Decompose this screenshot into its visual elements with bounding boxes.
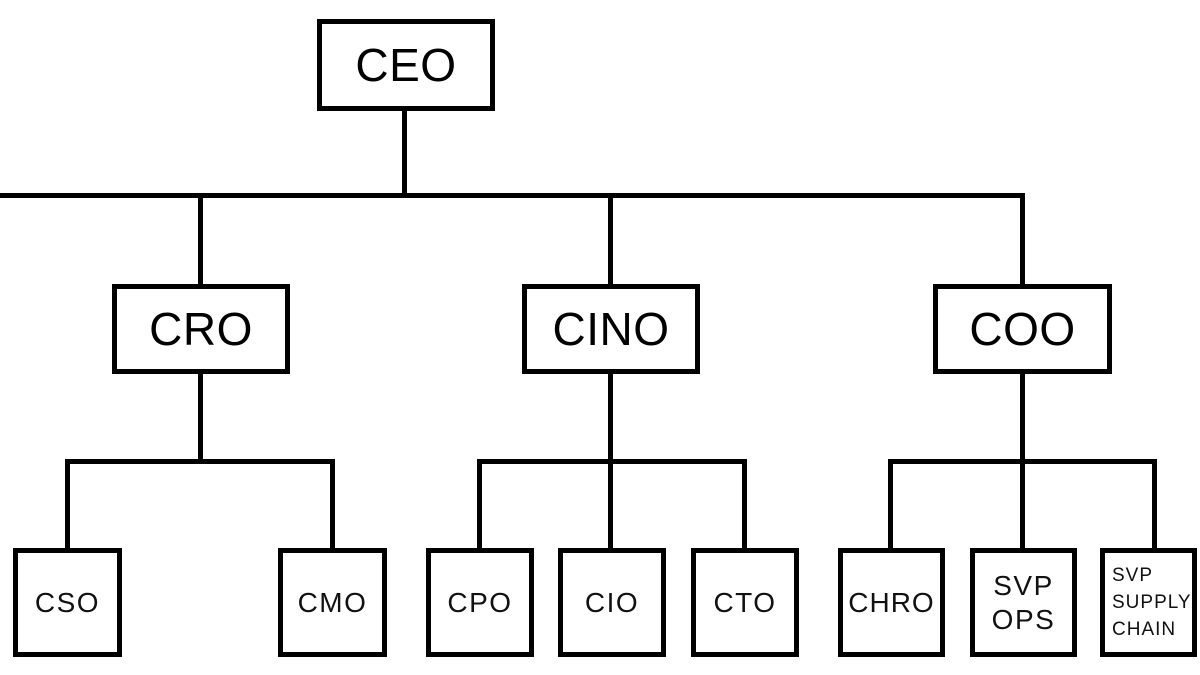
- org-node-svp-supply-chain-label-line2: SUPPLY: [1112, 592, 1192, 613]
- connector-coo-drop: [1020, 193, 1025, 290]
- connector-cro-bus: [65, 459, 335, 464]
- org-node-cso: CSO: [13, 548, 122, 657]
- connector-level1-bus: [0, 193, 1025, 198]
- org-node-svp-supply-chain-label-line3: CHAIN: [1112, 619, 1177, 640]
- connector-coo-bus: [888, 459, 1157, 464]
- org-node-cpo: CPO: [426, 548, 534, 657]
- org-node-svp-ops: SVP OPS: [970, 548, 1077, 657]
- org-node-cro: CRO: [112, 284, 290, 374]
- org-node-cino-label: CINO: [552, 303, 670, 355]
- connector-cto-drop: [742, 459, 747, 553]
- org-node-cto: CTO: [691, 548, 799, 657]
- org-node-ceo: CEO: [317, 19, 495, 111]
- org-node-cio: CIO: [558, 548, 666, 657]
- org-node-svp-supply-chain-label-line1: SVP: [1112, 565, 1154, 586]
- org-node-svp-ops-label-line1: SVP: [993, 569, 1054, 601]
- connector-cmo-drop: [330, 459, 335, 553]
- connector-ceo-stem: [402, 105, 407, 198]
- connector-cino-drop: [608, 193, 613, 290]
- connector-chro-drop: [888, 459, 893, 553]
- connector-cro-drop: [198, 193, 203, 290]
- connector-svp-supply-chain-drop: [1152, 459, 1157, 553]
- org-node-cto-label: CTO: [713, 586, 777, 618]
- org-node-chro-label: CHRO: [848, 586, 935, 618]
- org-node-svp-supply-chain: SVP SUPPLY CHAIN: [1100, 548, 1197, 657]
- org-node-coo: COO: [933, 284, 1112, 374]
- connector-cino-bus: [477, 459, 747, 464]
- org-node-cpo-label: CPO: [447, 586, 513, 618]
- org-node-cio-label: CIO: [584, 586, 640, 618]
- org-node-coo-label: COO: [969, 303, 1076, 355]
- org-node-cino: CINO: [522, 284, 700, 374]
- org-node-cmo: CMO: [278, 548, 387, 657]
- org-node-svp-ops-label-line2: OPS: [991, 603, 1056, 635]
- connector-cso-drop: [65, 459, 70, 553]
- org-node-chro: CHRO: [838, 548, 945, 657]
- connector-cro-stem: [198, 368, 203, 464]
- org-node-cro-label: CRO: [149, 303, 253, 355]
- org-node-cmo-label: CMO: [297, 586, 368, 618]
- org-node-ceo-label: CEO: [355, 39, 457, 91]
- connector-cpo-drop: [477, 459, 482, 553]
- org-node-cso-label: CSO: [34, 586, 101, 618]
